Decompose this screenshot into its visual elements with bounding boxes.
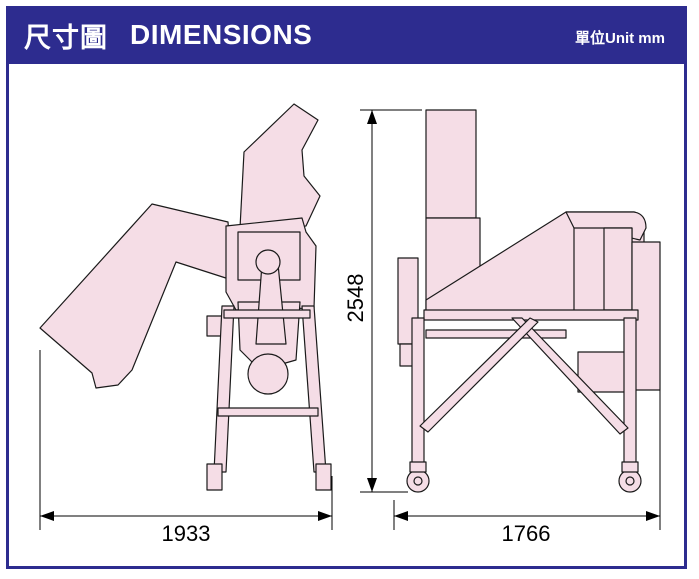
side-upper-column [425,109,477,219]
side-cylinder-inner [603,227,633,311]
side-brace-a [511,317,629,435]
side-brace-b [419,317,539,433]
side-right-caster [621,461,639,473]
front-upper-chute [239,103,321,229]
side-left-leg [411,317,425,467]
front-right-leg [301,305,327,473]
dim-label-2548: 2548 [343,274,368,323]
front-left-leg [213,305,235,473]
front-left-wheel [206,463,223,491]
front-top-crossbar [223,309,311,319]
front-pulley [247,353,289,395]
dim-label-1933: 1933 [162,521,211,546]
title-english: DIMENSIONS [130,19,313,50]
title-chinese: 尺寸圖 [24,22,108,54]
dim-label-1766: 1766 [502,521,551,546]
header-bar: 尺寸圖 DIMENSIONS 單位Unit mm [6,6,687,64]
side-left-wheel-hub [413,476,423,486]
dimension-lines [39,109,661,530]
front-right-wheel [315,463,332,491]
side-right-leg [623,317,637,467]
front-view-machine [39,103,332,491]
side-left-caster [409,461,427,473]
unit-label: 單位Unit mm [574,30,665,47]
side-mid-crossbar [425,329,567,339]
side-right-wheel-hub [625,476,635,486]
front-mid-crossbar [217,407,319,417]
side-view-machine [397,109,661,493]
front-feed-chute [39,203,233,389]
dimension-arrows [40,110,660,521]
front-motor-cap [255,249,281,275]
